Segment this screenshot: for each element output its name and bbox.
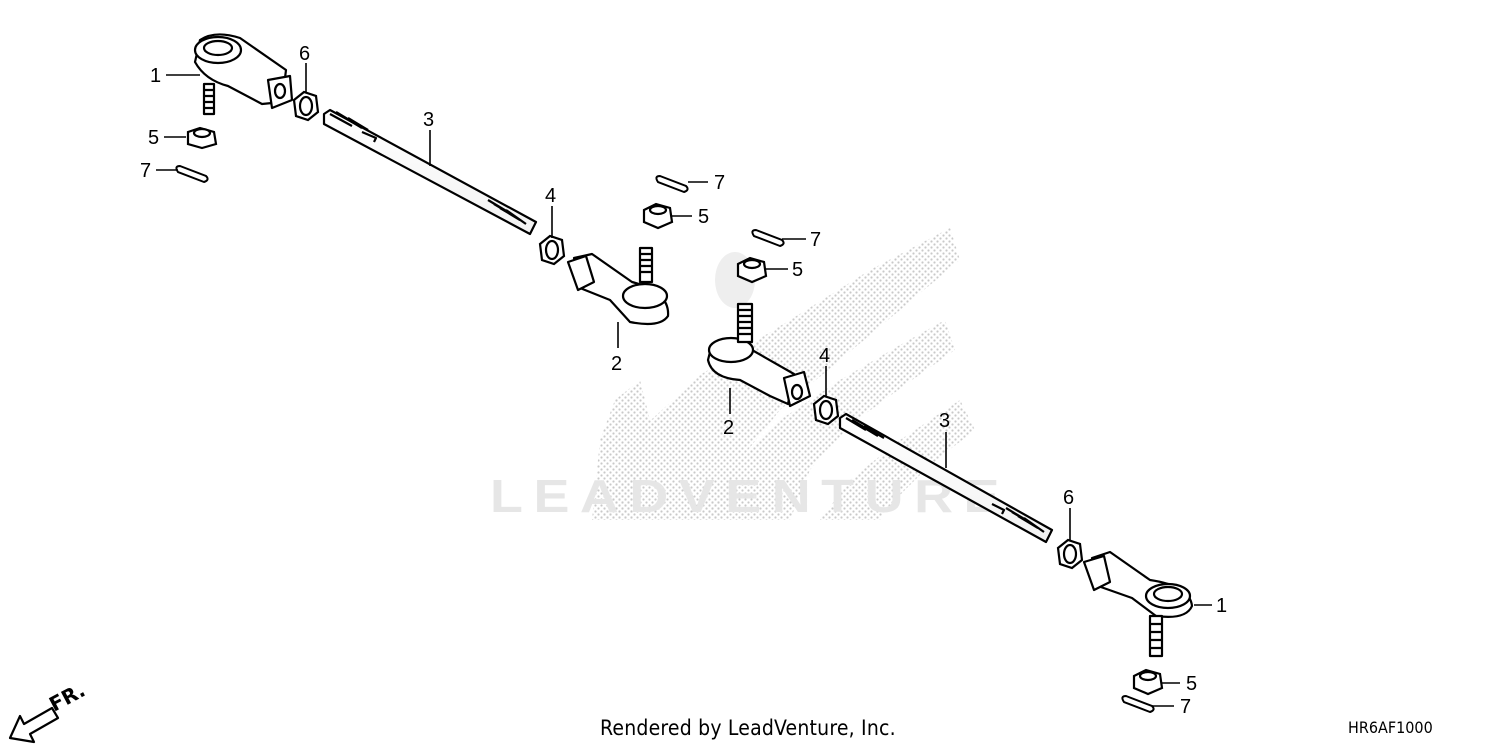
tie-rod-end-right-inner bbox=[706, 302, 812, 408]
callout-5-left-outer: 5 bbox=[148, 127, 159, 149]
tie-rod-end-right-outer bbox=[1082, 550, 1194, 658]
watermark-text: LEADVENTURE bbox=[490, 470, 1010, 522]
tie-rod-left bbox=[322, 108, 538, 236]
tie-rod-right bbox=[838, 412, 1054, 544]
callout-2-left: 2 bbox=[611, 353, 622, 375]
callout-5-right-outer: 5 bbox=[1186, 673, 1197, 695]
lock-nut-right-inner bbox=[812, 394, 840, 426]
cotter-pin-left-outer bbox=[175, 164, 209, 184]
cotter-pin-left-inner bbox=[655, 174, 689, 194]
callout-1-left: 1 bbox=[150, 65, 161, 87]
callout-6-right: 6 bbox=[1063, 487, 1074, 509]
callout-7-left-outer: 7 bbox=[140, 160, 151, 182]
lock-nut-left-inner bbox=[538, 234, 566, 266]
castle-nut-left-outer bbox=[186, 126, 218, 150]
front-direction-arrow-icon bbox=[8, 706, 60, 744]
tie-rod-end-left-inner bbox=[566, 246, 670, 326]
callout-6-left: 6 bbox=[299, 43, 310, 65]
callout-5-left-inner: 5 bbox=[698, 206, 709, 228]
callout-3-right: 3 bbox=[939, 410, 950, 432]
cotter-pin-right-outer bbox=[1121, 694, 1155, 714]
callout-3-left: 3 bbox=[423, 109, 434, 131]
castle-nut-right-inner bbox=[736, 256, 768, 284]
callout-4-left: 4 bbox=[545, 185, 556, 207]
castle-nut-left-inner bbox=[642, 202, 674, 230]
tie-rod-end-left-outer bbox=[193, 33, 294, 116]
jam-nut-right bbox=[1056, 538, 1084, 570]
callout-1-right: 1 bbox=[1216, 595, 1227, 617]
cotter-pin-right-inner bbox=[751, 228, 785, 248]
callout-5-right-inner: 5 bbox=[792, 259, 803, 281]
callout-7-right-inner: 7 bbox=[810, 229, 821, 251]
jam-nut-left bbox=[292, 90, 320, 122]
callout-7-right-outer: 7 bbox=[1180, 696, 1191, 718]
leader-lines bbox=[156, 63, 1212, 707]
callout-7-left-inner: 7 bbox=[714, 172, 725, 194]
diagram-code: HR6AF1000 bbox=[1348, 718, 1433, 737]
callout-4-right: 4 bbox=[819, 345, 830, 367]
callout-2-right: 2 bbox=[723, 417, 734, 439]
rendered-by-credit: Rendered by LeadVenture, Inc. bbox=[600, 716, 896, 740]
castle-nut-right-outer bbox=[1132, 668, 1164, 696]
